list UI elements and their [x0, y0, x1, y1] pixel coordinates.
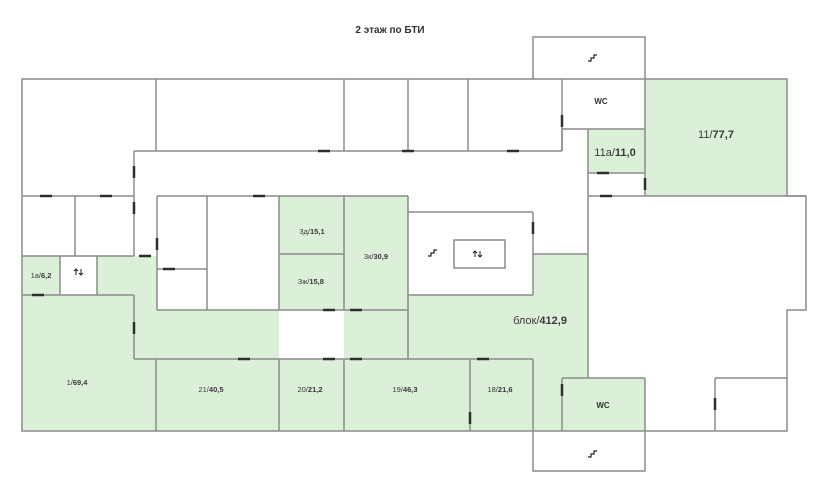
- room-area: 15,1: [310, 227, 325, 236]
- room-label-r3d: 3д/15,1: [299, 227, 324, 236]
- room-area: 40,5: [209, 385, 224, 394]
- room-1a-fill: [22, 256, 60, 295]
- room-label-r18: 18/21,6: [487, 385, 512, 394]
- room-area: 46,3: [403, 385, 418, 394]
- room-name: 3ж/: [298, 277, 310, 286]
- room-18-fill: [470, 359, 533, 431]
- room-area: 77,7: [713, 129, 734, 141]
- elevator-icon: [73, 268, 84, 276]
- room-area: 11,0: [615, 147, 636, 159]
- icons: [73, 54, 597, 458]
- room-20-fill: [279, 359, 344, 431]
- room-3k-fill: [344, 196, 408, 310]
- elevator-icon: [472, 250, 483, 258]
- outer-wall: [21, 36, 807, 472]
- room-3d-fill: [279, 196, 344, 254]
- room-area: 412,9: [539, 315, 567, 327]
- doors: [32, 115, 717, 424]
- room-name: 1а/: [31, 271, 42, 280]
- room-11-fill: [645, 79, 787, 196]
- room-name: 3д/: [299, 227, 311, 236]
- room-name: 18/: [487, 385, 498, 394]
- room-area: 30,9: [373, 252, 388, 261]
- highlighted-areas: [22, 79, 787, 431]
- room-name: 21/: [198, 385, 209, 394]
- room-11a-fill: [588, 129, 645, 173]
- room-name: 3к/: [364, 252, 374, 261]
- room-1-fill: [22, 295, 156, 431]
- room-name: 11/: [698, 129, 713, 141]
- elevator-box: [453, 239, 506, 269]
- room-label-r1a: 1а/6,2: [31, 271, 52, 280]
- corridor-block-fill: [97, 254, 588, 431]
- stairs-icon: [588, 54, 597, 62]
- room-label-r20: 20/21,2: [297, 385, 322, 394]
- room-label-r11a: 11а/11,0: [594, 147, 635, 159]
- room-label-rblok: блок/412,9: [513, 315, 567, 327]
- room-label-r3k: 3к/30,9: [364, 252, 388, 261]
- room-labels: 11/77,7 11а/11,0 3д/15,1 3ж/15,8 3к/30,9 1а/6…: [31, 129, 734, 394]
- room-19-fill: [344, 359, 470, 431]
- stairs-icon: [588, 450, 597, 458]
- room-label-r1: 1/69,4: [67, 378, 89, 387]
- room-area: 21,6: [498, 385, 513, 394]
- room-area: 15,8: [309, 277, 324, 286]
- room-area: 69,4: [73, 378, 88, 387]
- room-area: 21,2: [308, 385, 323, 394]
- wc-bottom-fill: [562, 378, 645, 431]
- room-label-r3zh: 3ж/15,8: [298, 277, 324, 286]
- room-area: 6,2: [41, 271, 51, 280]
- room-label-r21: 21/40,5: [198, 385, 223, 394]
- room-21-fill: [156, 359, 279, 431]
- wc-label-top: WC: [594, 97, 608, 106]
- room-label-r11: 11/77,7: [698, 129, 734, 141]
- room-name: 11а/: [594, 147, 616, 159]
- wc-label-bottom: WC: [596, 401, 610, 410]
- plan-title: 2 этаж по БТИ: [355, 25, 424, 36]
- room-name: блок/: [513, 315, 540, 327]
- stairs-icon: [428, 249, 437, 257]
- room-name: 19/: [392, 385, 403, 394]
- room-3zh-fill: [279, 254, 344, 310]
- room-label-r19: 19/46,3: [392, 385, 417, 394]
- room-name: 1/: [67, 378, 74, 387]
- room-name: 20/: [297, 385, 308, 394]
